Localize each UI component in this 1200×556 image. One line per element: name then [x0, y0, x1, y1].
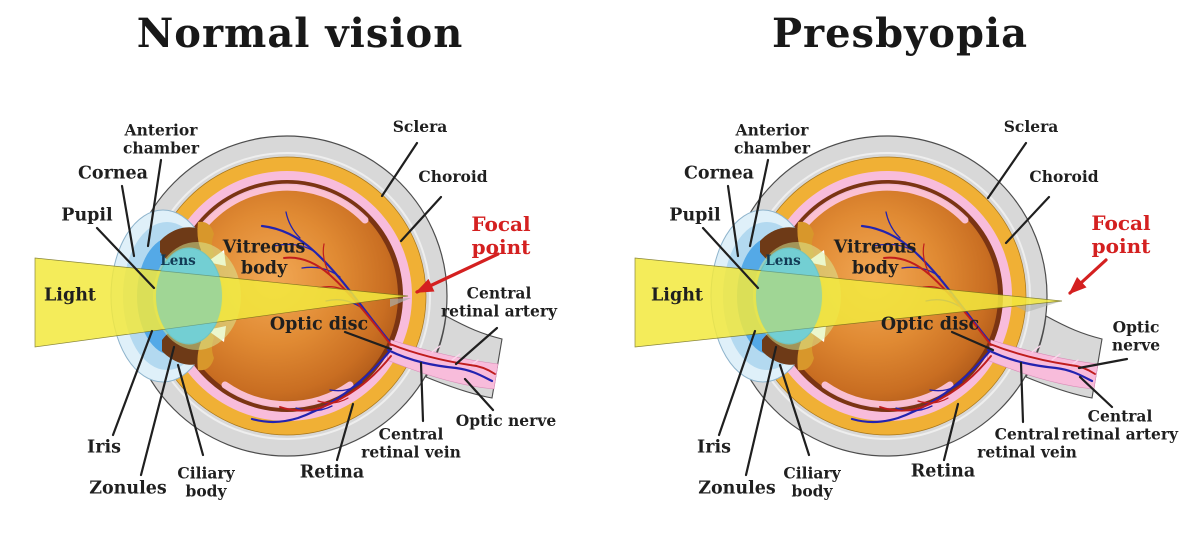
label-light: Light	[651, 285, 703, 306]
leader-pupil	[95, 226, 156, 290]
label-central-retinal-artery: Central retinal artery	[440, 283, 558, 321]
label-iris: Iris	[697, 437, 731, 458]
leader-optic-disc	[950, 330, 995, 352]
label-zonules: Zonules	[89, 478, 167, 499]
label-pupil: Pupil	[669, 205, 721, 226]
leader-cornea	[726, 184, 740, 258]
panel-title-normal: Normal vision	[136, 10, 464, 57]
label-optic-nerve: Optic nerve	[455, 410, 557, 430]
leader-optic-nerve	[1077, 357, 1129, 370]
leader-artery	[454, 326, 499, 366]
panel-title-presbyopia: Presbyopia	[771, 10, 1029, 57]
label-vitreous-body: Vitreous body	[833, 237, 917, 278]
leader-ciliary	[176, 363, 205, 457]
eye-diagram-presbyopia	[634, 0, 1129, 477]
leader-iris	[111, 329, 154, 437]
light-beam	[634, 257, 1063, 348]
leader-retina	[942, 402, 960, 462]
label-sclera: Sclera	[392, 116, 448, 136]
leader-sclera	[986, 141, 1028, 200]
leader-choroid	[399, 195, 443, 243]
label-lens: Lens	[765, 253, 801, 270]
label-optic-nerve: Optic nerve	[1111, 317, 1161, 355]
leader-anterior-chamber	[748, 158, 770, 248]
leader-sclera	[380, 141, 419, 198]
focal-point-arrow	[1068, 258, 1108, 295]
label-retina: Retina	[299, 462, 365, 483]
leader-lines	[701, 141, 1129, 477]
label-optic-disc: Optic disc	[880, 314, 980, 335]
label-anterior-chamber: Anterior chamber	[733, 120, 811, 158]
leader-zonules	[139, 345, 176, 477]
leader-ciliary	[778, 363, 811, 457]
panel-presbyopia: Presbyopia A	[600, 0, 1200, 556]
label-choroid: Choroid	[1029, 166, 1099, 186]
label-cornea: Cornea	[683, 163, 755, 184]
leader-vein	[419, 361, 425, 423]
panel-normal-vision: Normal vision	[34, 0, 600, 501]
leader-iris	[717, 329, 757, 437]
label-central-retinal-artery: Central retinal artery	[1061, 406, 1179, 444]
label-lens: Lens	[160, 253, 196, 270]
leader-vein	[1019, 361, 1025, 424]
label-sclera: Sclera	[1003, 116, 1059, 136]
label-central-retinal-vein: Central retinal vein	[361, 424, 461, 462]
label-retina: Retina	[910, 461, 976, 482]
leader-cornea	[120, 184, 136, 258]
leader-anterior-chamber	[146, 158, 163, 248]
label-iris: Iris	[87, 437, 121, 458]
light-beam	[34, 257, 409, 348]
label-zonules: Zonules	[698, 478, 776, 499]
label-ciliary-body: Ciliary body	[177, 463, 235, 501]
leader-zonules	[744, 345, 778, 477]
label-focal-point: Focal point	[1091, 211, 1151, 258]
leader-lines	[95, 141, 499, 477]
label-central-retinal-vein: Central retinal vein	[977, 424, 1077, 462]
label-cornea: Cornea	[77, 163, 149, 184]
label-ciliary-body: Ciliary body	[783, 463, 841, 501]
leader-retina	[335, 402, 355, 462]
leader-pupil	[701, 226, 760, 290]
leader-optic-disc	[343, 330, 393, 351]
leader-artery	[1078, 375, 1114, 409]
label-focal-point: Focal point	[471, 212, 531, 259]
focal-point-arrow	[415, 252, 500, 294]
label-light: Light	[44, 285, 96, 306]
leader-optic-nerve	[463, 377, 495, 412]
label-pupil: Pupil	[61, 205, 113, 226]
eye-diagram-normal	[34, 0, 600, 477]
leader-choroid	[1004, 195, 1051, 245]
label-choroid: Choroid	[418, 166, 488, 186]
label-anterior-chamber: Anterior chamber	[122, 120, 200, 158]
label-optic-disc: Optic disc	[269, 314, 369, 335]
label-vitreous-body: Vitreous body	[222, 237, 306, 278]
